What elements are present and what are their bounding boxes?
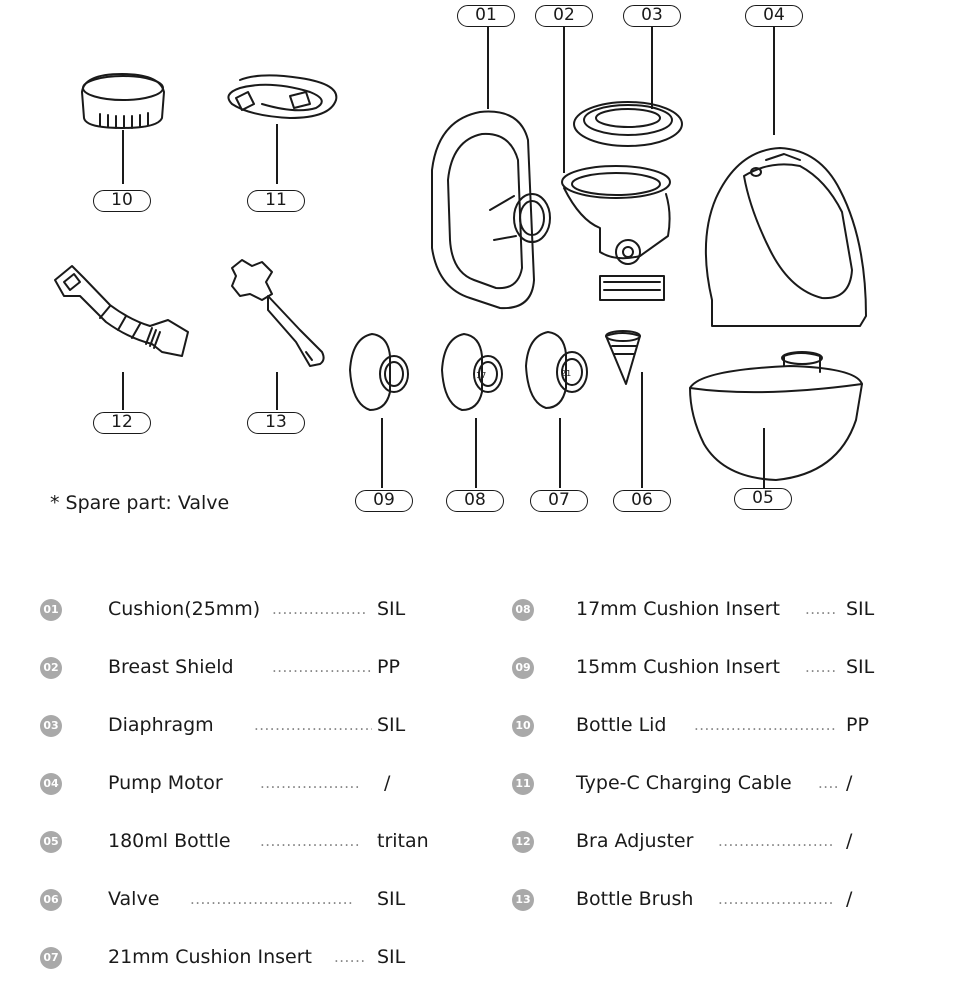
part-name: 180ml Bottle (108, 830, 231, 852)
diaphragm-drawing (573, 101, 683, 147)
spare-part-note: * Spare part: Valve (50, 492, 230, 514)
part-name: Breast Shield (108, 656, 234, 678)
callout-02: 02 (535, 5, 593, 27)
number-badge: 10 (512, 715, 534, 737)
callout-05: 05 (734, 488, 792, 510)
part-name: Bottle Lid (576, 714, 667, 736)
number-badge: 03 (40, 715, 62, 737)
number-badge: 12 (512, 831, 534, 853)
part-material: SIL (846, 656, 875, 678)
leader-dots: ...... (805, 658, 837, 676)
leader-08 (475, 418, 477, 488)
callout-07: 07 (530, 490, 588, 512)
part-name: Bottle Brush (576, 888, 694, 910)
number-badge: 04 (40, 773, 62, 795)
leader-04 (773, 27, 775, 135)
callout-09: 09 (355, 490, 413, 512)
part-material: / (384, 772, 391, 794)
leader-dots: ...................... (718, 832, 834, 850)
leader-06 (641, 372, 643, 488)
part-material: SIL (846, 598, 875, 620)
callout-13: 13 (247, 412, 305, 434)
part-name: Bra Adjuster (576, 830, 694, 852)
part-name: 15mm Cushion Insert (576, 656, 780, 678)
insert-07-size: 21 (561, 369, 571, 378)
number-badge: 02 (40, 657, 62, 679)
callout-11: 11 (247, 190, 305, 212)
bottle-lid-drawing (81, 73, 165, 129)
leader-07 (559, 418, 561, 488)
number-badge: 09 (512, 657, 534, 679)
leader-05 (763, 428, 765, 488)
callout-10: 10 (93, 190, 151, 212)
part-material: SIL (377, 946, 406, 968)
part-name: Valve (108, 888, 160, 910)
leader-09 (381, 418, 383, 488)
part-material: / (846, 830, 853, 852)
leader-11 (276, 124, 278, 184)
part-material: / (846, 888, 853, 910)
valve-drawing (605, 330, 641, 385)
cable-drawing (227, 74, 338, 119)
part-material: / (846, 772, 853, 794)
part-name: Cushion(25mm) (108, 598, 261, 620)
part-name: 21mm Cushion Insert (108, 946, 312, 968)
leader-dots: ........................... (694, 716, 837, 734)
insert-07-drawing (525, 331, 588, 409)
leader-dots: ............................... (190, 890, 354, 908)
insert-09-drawing (349, 333, 409, 411)
bottle-drawing (689, 351, 863, 481)
part-material: SIL (377, 714, 406, 736)
part-material: SIL (377, 888, 406, 910)
parts-illustration: 17 21 (54, 73, 867, 481)
leader-dots: ....................... (254, 716, 372, 734)
part-material: tritan (377, 830, 429, 852)
number-badge: 13 (512, 889, 534, 911)
leader-01 (487, 27, 489, 109)
insert-08-drawing (441, 333, 503, 411)
leader-dots: ................... (260, 774, 361, 792)
number-badge: 11 (512, 773, 534, 795)
leader-dots: ................... (272, 658, 372, 676)
part-name: Diaphragm (108, 714, 214, 736)
part-name: Type-C Charging Cable (576, 772, 792, 794)
callout-03: 03 (623, 5, 681, 27)
leader-dots: ...... (334, 948, 366, 966)
part-name: Pump Motor (108, 772, 223, 794)
leader-13 (276, 372, 278, 410)
callout-12: 12 (93, 412, 151, 434)
number-badge: 01 (40, 599, 62, 621)
callout-08: 08 (446, 490, 504, 512)
part-material: PP (377, 656, 400, 678)
cushion-drawing (431, 110, 551, 310)
leader-dots: ................... (260, 832, 361, 850)
leader-dots: .................. (272, 600, 367, 618)
leader-dots: ...... (805, 600, 837, 618)
part-material: PP (846, 714, 869, 736)
leader-02 (563, 27, 565, 173)
leader-dots: .... (818, 774, 840, 792)
bra-adjuster-drawing (54, 265, 189, 357)
callout-04: 04 (745, 5, 803, 27)
leader-12 (122, 372, 124, 410)
number-badge: 05 (40, 831, 62, 853)
part-material: SIL (377, 598, 406, 620)
part-name: 17mm Cushion Insert (576, 598, 780, 620)
breast-shield-drawing (561, 165, 671, 301)
callout-06: 06 (613, 490, 671, 512)
number-badge: 06 (40, 889, 62, 911)
leader-dots: ...................... (718, 890, 834, 908)
number-badge: 08 (512, 599, 534, 621)
insert-08-size: 17 (476, 371, 486, 380)
bottle-brush-drawing (231, 259, 325, 367)
leader-10 (122, 130, 124, 184)
number-badge: 07 (40, 947, 62, 969)
pump-motor-drawing (704, 147, 867, 327)
callout-01: 01 (457, 5, 515, 27)
leader-03 (651, 27, 653, 109)
